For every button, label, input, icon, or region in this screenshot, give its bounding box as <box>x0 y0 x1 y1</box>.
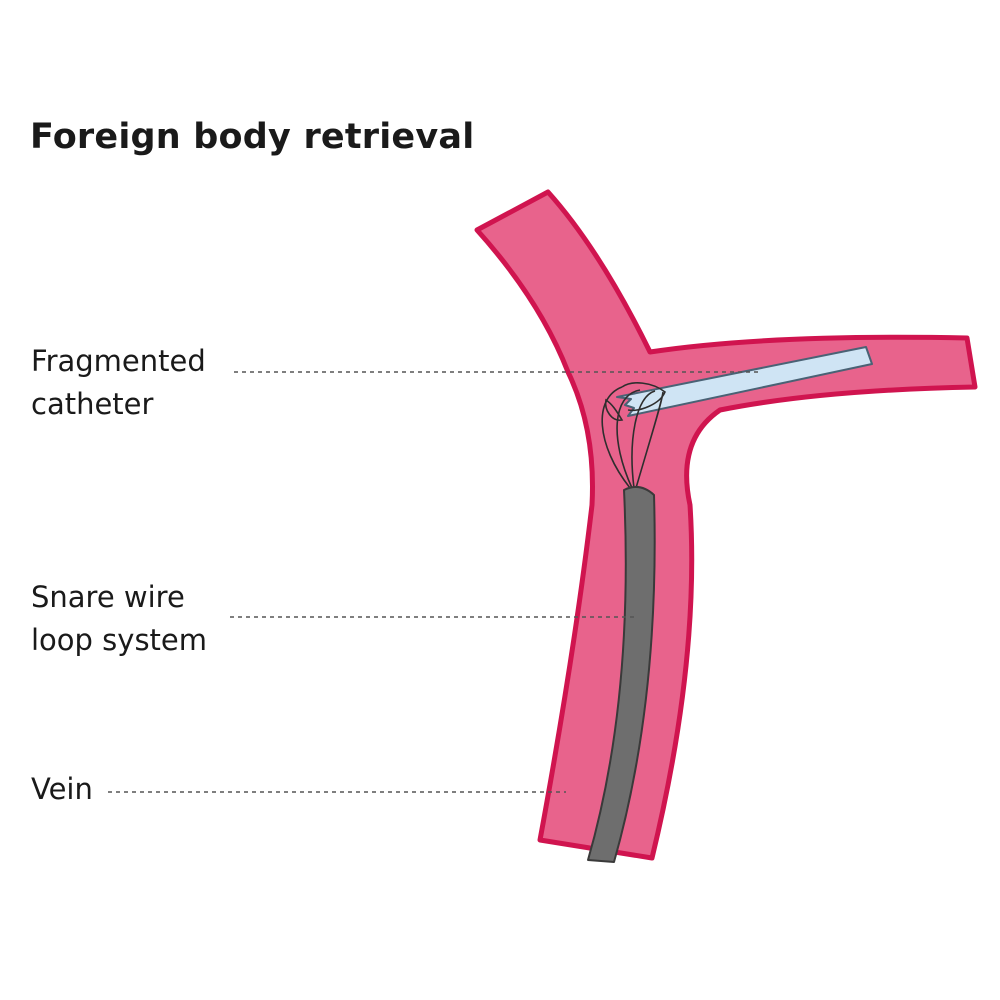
snare-sheath <box>587 485 656 863</box>
snare-wire-loops <box>601 382 666 489</box>
snare-loop-3 <box>631 390 656 489</box>
fragmented-catheter <box>616 346 873 417</box>
vein-vessel <box>474 189 978 861</box>
leader-lines <box>108 371 760 793</box>
label-fragmented-catheter-line-1: Fragmented <box>31 344 206 378</box>
label-vein-line-1: Vein <box>31 772 93 806</box>
label-snare-wire-loop-system: Snare wire loop system <box>31 576 207 662</box>
label-snare-line-2: loop system <box>31 623 208 657</box>
snare-loop-knot <box>604 398 624 421</box>
label-vein: Vein <box>31 768 93 811</box>
snare-loop-1 <box>601 386 631 489</box>
label-snare-line-1: Snare wire <box>31 580 185 614</box>
snare-loop-ring <box>621 382 666 412</box>
diagram-title: Foreign body retrieval <box>30 117 475 157</box>
label-fragmented-catheter: Fragmented catheter <box>31 340 206 426</box>
snare-loop-2 <box>616 389 641 489</box>
label-fragmented-catheter-line-2: catheter <box>31 387 154 421</box>
